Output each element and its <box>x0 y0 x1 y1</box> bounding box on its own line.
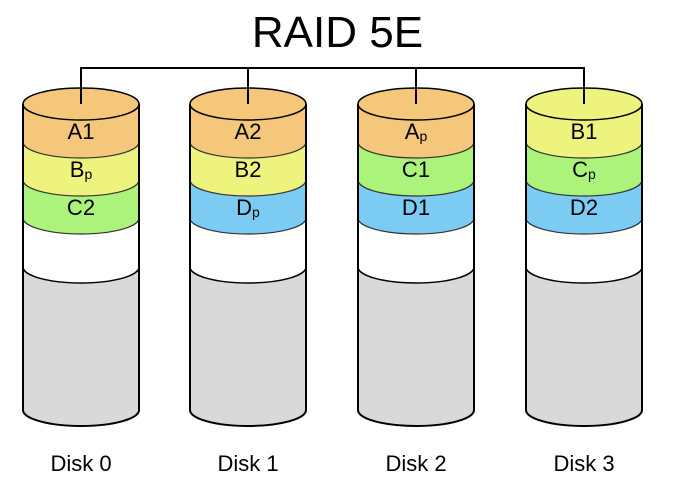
disk-label: Disk 3 <box>553 451 614 476</box>
empty-space <box>358 218 474 283</box>
disk-bottom <box>525 409 643 427</box>
block-label: B1 <box>571 119 598 144</box>
block-letter: A <box>68 119 83 144</box>
disk-bottom <box>189 409 307 427</box>
controller-connector <box>80 67 585 104</box>
block-letter: B <box>235 157 250 182</box>
parity-subscript: p <box>419 128 427 144</box>
block-index: 2 <box>586 195 598 220</box>
block-boundary <box>525 179 643 197</box>
block-letter: D <box>402 195 418 220</box>
block-index: 1 <box>418 157 430 182</box>
empty-space <box>23 218 139 283</box>
block-boundary <box>357 141 475 159</box>
spare-boundary <box>22 266 140 284</box>
disk-bottom <box>22 409 140 427</box>
parity-subscript: p <box>84 166 92 182</box>
block-boundary <box>189 217 307 235</box>
block-letter: C <box>402 157 418 182</box>
empty-space <box>526 218 642 283</box>
block-label: Cp <box>572 157 596 182</box>
block-index: 2 <box>83 195 95 220</box>
spare-space <box>23 267 139 426</box>
block-letter: A <box>405 119 420 144</box>
disk-bottom <box>357 409 475 427</box>
block-index: 2 <box>249 157 261 182</box>
block-label: B2 <box>235 157 262 182</box>
block-label: Bp <box>70 157 93 182</box>
spare-boundary <box>525 266 643 284</box>
disk-label: Disk 1 <box>217 451 278 476</box>
disk-label: Disk 2 <box>385 451 446 476</box>
block-label: D2 <box>570 195 598 220</box>
block-boundary <box>22 141 140 159</box>
block-letter: D <box>570 195 586 220</box>
disk-label: Disk 0 <box>50 451 111 476</box>
spare-space <box>190 267 306 426</box>
block-boundary <box>525 141 643 159</box>
block-boundary <box>22 179 140 197</box>
block-letter: C <box>67 195 83 220</box>
block-letter: B <box>70 157 85 182</box>
block-label: D1 <box>402 195 430 220</box>
spare-space <box>526 267 642 426</box>
parity-subscript: p <box>588 166 596 182</box>
block-letter: A <box>235 119 250 144</box>
block-letter: C <box>572 157 588 182</box>
spare-space <box>358 267 474 426</box>
block-letter: B <box>571 119 586 144</box>
block-boundary <box>357 179 475 197</box>
block-index: 1 <box>585 119 597 144</box>
block-label: A2 <box>235 119 262 144</box>
block-boundary <box>189 141 307 159</box>
spare-boundary <box>189 266 307 284</box>
parity-subscript: p <box>252 204 260 220</box>
block-label: C1 <box>402 157 430 182</box>
spare-boundary <box>357 266 475 284</box>
block-label: Dp <box>236 195 260 220</box>
diagram-title: RAID 5E <box>251 8 424 57</box>
block-label: Ap <box>405 119 428 144</box>
block-boundary <box>22 217 140 235</box>
block-boundary <box>525 217 643 235</box>
block-index: 1 <box>418 195 430 220</box>
block-boundary <box>357 217 475 235</box>
block-letter: D <box>236 195 252 220</box>
block-index: 2 <box>249 119 261 144</box>
block-label: A1 <box>68 119 95 144</box>
block-label: C2 <box>67 195 95 220</box>
empty-space <box>190 218 306 283</box>
block-index: 1 <box>82 119 94 144</box>
block-boundary <box>189 179 307 197</box>
